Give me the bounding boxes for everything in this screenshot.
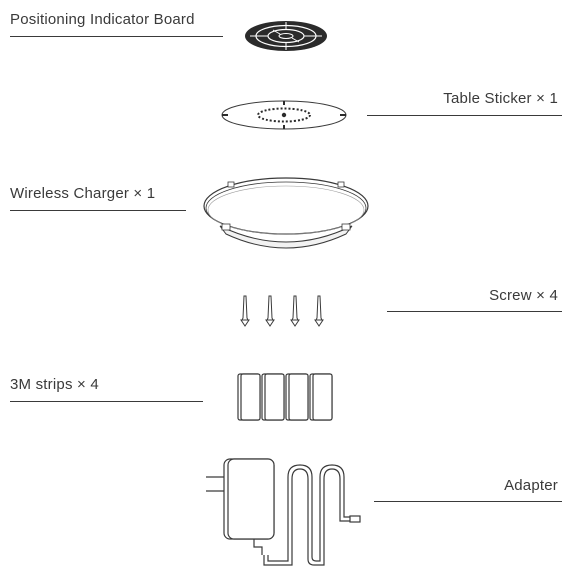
strip-icon bbox=[237, 373, 333, 421]
label-3m-strips: 3M strips × 4 bbox=[10, 376, 99, 393]
label-wireless-charger: Wireless Charger × 1 bbox=[10, 185, 156, 202]
adapter-icon bbox=[206, 458, 361, 566]
leader-line-3m-strips bbox=[10, 401, 203, 402]
label-positioning-board: Positioning Indicator Board bbox=[10, 11, 195, 28]
wireless-charger-icon bbox=[203, 177, 369, 249]
label-adapter: Adapter bbox=[504, 477, 558, 494]
label-table-sticker: Table Sticker × 1 bbox=[443, 90, 558, 107]
table-sticker-icon bbox=[221, 100, 347, 130]
leader-line-table-sticker bbox=[367, 115, 562, 116]
screw-icon bbox=[240, 295, 324, 327]
positioning-board-icon bbox=[245, 21, 327, 51]
leader-line-adapter bbox=[374, 501, 562, 502]
leader-line-screw bbox=[387, 311, 562, 312]
leader-line-positioning-board bbox=[10, 36, 223, 37]
leader-line-wireless-charger bbox=[10, 210, 186, 211]
label-screw: Screw × 4 bbox=[489, 287, 558, 304]
